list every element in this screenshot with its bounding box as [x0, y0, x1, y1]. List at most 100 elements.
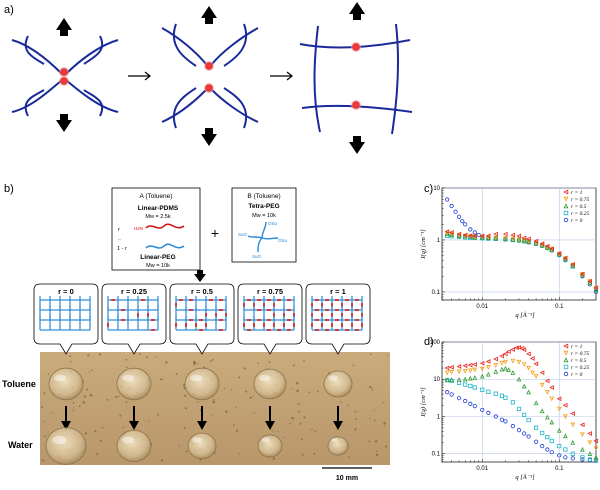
texture-dot — [165, 361, 168, 364]
arrow-down-icon-stem — [205, 128, 213, 134]
texture-dot — [369, 418, 371, 420]
texture-dot — [289, 422, 291, 425]
data-point — [540, 430, 545, 436]
data-point — [472, 385, 477, 390]
texture-dot — [308, 391, 311, 394]
data-point — [539, 408, 545, 414]
data-point — [456, 396, 462, 401]
data-point — [462, 232, 468, 238]
data-point — [549, 396, 555, 402]
peg-name: Linear-PEG — [140, 254, 175, 261]
panel-a-label: a) — [4, 4, 14, 16]
texture-dot — [148, 420, 150, 422]
panel-b-label: b) — [4, 183, 14, 195]
legend-marker — [563, 210, 569, 216]
strand — [11, 39, 63, 75]
suo-end-group: SuO — [252, 254, 262, 259]
data-point — [468, 383, 473, 389]
data-point — [530, 370, 535, 376]
data-point — [563, 414, 568, 420]
strand — [173, 23, 197, 67]
data-point — [449, 377, 454, 383]
data-point — [493, 362, 499, 368]
data-point — [467, 362, 473, 368]
data-point — [493, 231, 498, 237]
arrow-down-icon-stem — [197, 270, 203, 274]
data-point — [444, 229, 450, 234]
legend-label: r = 0.5 — [571, 358, 587, 364]
texture-dot — [283, 436, 286, 439]
arrow-up-icon-stem — [353, 14, 361, 20]
strand — [161, 27, 207, 65]
strand — [391, 23, 400, 135]
data-point — [539, 382, 545, 388]
gel-in-toluene — [323, 370, 353, 398]
data-point — [557, 444, 562, 449]
crosslink-junction — [59, 76, 69, 86]
data-point — [562, 402, 568, 408]
data-point — [493, 356, 498, 362]
data-point — [449, 230, 454, 235]
strand — [83, 89, 103, 117]
legend-label: r = 0.25 — [571, 365, 589, 371]
scale-bar-label: 10 mm — [336, 475, 358, 482]
texture-dot — [348, 456, 350, 459]
texture-dot — [298, 410, 301, 413]
data-point — [463, 222, 468, 227]
network-balloon: r = 1 — [305, 283, 371, 355]
texture-dot — [300, 438, 303, 441]
texture-dot — [43, 392, 46, 395]
texture-dot — [383, 425, 386, 427]
data-point — [486, 365, 491, 370]
legend-marker — [563, 350, 569, 356]
texture-dot — [314, 430, 317, 432]
data-point — [472, 367, 478, 373]
data-point — [522, 412, 527, 418]
gel-highlight — [328, 375, 338, 381]
data-point — [579, 271, 585, 277]
texture-dot — [51, 411, 53, 414]
texture-dot — [382, 401, 384, 404]
osu-end-group: OSu — [278, 238, 288, 243]
plus-sign: + — [211, 225, 219, 241]
r-value-label: r = 1 — [330, 287, 346, 296]
data-point — [467, 368, 473, 374]
texture-dot — [245, 390, 248, 393]
texture-dot — [292, 388, 294, 390]
legend-marker — [563, 196, 569, 202]
texture-dot — [119, 414, 122, 417]
texture-dot — [271, 430, 274, 432]
texture-dot — [87, 354, 90, 357]
data-point — [549, 450, 554, 455]
data-point — [533, 439, 539, 444]
texture-dot — [313, 452, 316, 455]
data-point — [593, 446, 599, 451]
data-point — [533, 374, 539, 379]
data-point — [570, 451, 575, 456]
legend-marker — [563, 343, 569, 349]
data-point — [456, 369, 462, 375]
data-point — [503, 419, 508, 424]
arrow-down-icon-head — [61, 421, 71, 430]
data-point — [503, 365, 508, 371]
texture-dot — [354, 410, 357, 413]
data-point — [593, 454, 599, 460]
strand — [65, 39, 119, 75]
data-point — [557, 453, 562, 458]
texture-dot — [99, 439, 102, 442]
data-point — [510, 347, 516, 352]
data-point — [510, 358, 516, 364]
legend-label: r = 0.75 — [571, 197, 589, 203]
strand — [11, 79, 63, 113]
network-schematic-stage-2 — [161, 23, 259, 129]
gel-in-water — [187, 432, 217, 460]
strand — [211, 89, 259, 123]
legend-label: r = 1 — [571, 344, 583, 350]
data-point — [519, 345, 525, 351]
data-point — [529, 356, 535, 361]
data-point — [539, 370, 545, 376]
texture-dot — [352, 364, 355, 367]
data-point — [587, 440, 593, 446]
